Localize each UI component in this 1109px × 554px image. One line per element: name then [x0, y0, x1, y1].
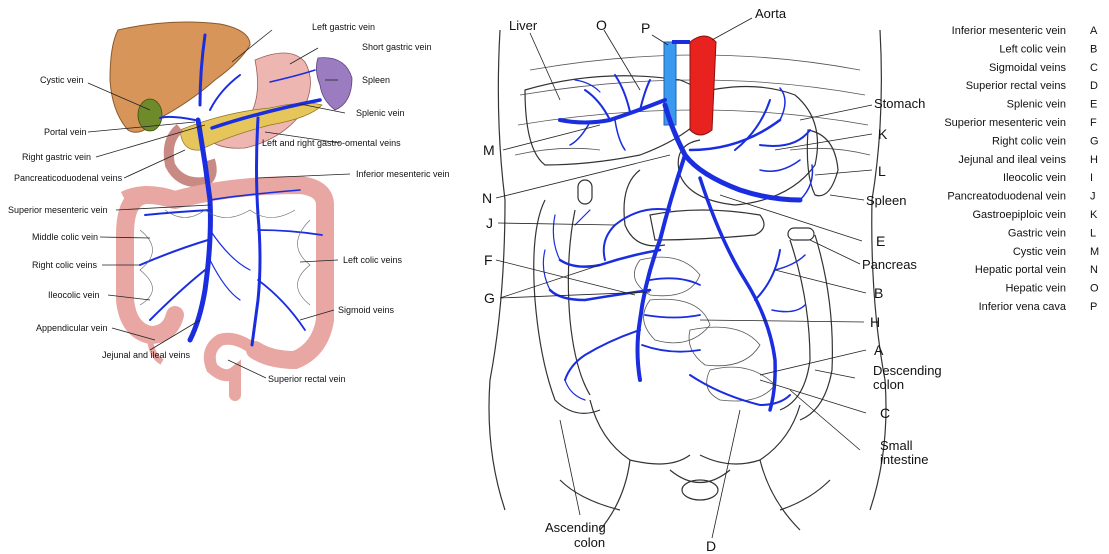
label-ileocolic-vein: Ileocolic vein — [48, 290, 100, 300]
descending-colon-right — [780, 240, 810, 410]
label-portal-vein: Portal vein — [44, 127, 87, 137]
ascending-colon-right — [534, 200, 600, 413]
legend-item-key: A — [1090, 25, 1098, 37]
legend-item-key: D — [1090, 80, 1098, 92]
label-cystic-vein: Cystic vein — [40, 75, 84, 85]
label-inferior-mesenteric-vein: Inferior mesenteric vein — [356, 169, 450, 179]
letter-n: N — [482, 190, 492, 206]
torso-outline — [489, 30, 886, 510]
letter-j: J — [486, 215, 493, 231]
letter-f: F — [484, 252, 493, 268]
ascending-colon-cap — [578, 180, 592, 204]
right-letter-labels: O P M K L N J E F B G H A C D — [482, 17, 890, 554]
legend-item-name: Superior mesenteric vein — [944, 117, 1066, 129]
legend-item-key: J — [1090, 191, 1096, 203]
legend-item-name: Jejunal and ileal veins — [958, 154, 1066, 166]
legend-item-name: Left colic vein — [999, 43, 1066, 55]
legend-item-name: Superior rectal veins — [966, 80, 1067, 92]
label-spleen-left: Spleen — [362, 75, 390, 85]
legend-item-name: Gastroepiploic vein — [972, 209, 1066, 221]
legend-item-key: H — [1090, 154, 1098, 166]
letter-b: B — [874, 285, 883, 301]
legend-item-name: Right colic vein — [992, 135, 1066, 147]
label-aorta: Aorta — [755, 6, 787, 21]
label-short-gastric-vein: Short gastric vein — [362, 42, 432, 52]
legend-item-name: Inferior vena cava — [979, 301, 1067, 313]
label-left-colic-veins: Left colic veins — [343, 255, 403, 265]
letter-h: H — [870, 314, 880, 330]
label-middle-colic-vein: Middle colic vein — [32, 232, 98, 242]
legend-item-name: Pancreatoduodenal vein — [947, 191, 1066, 203]
label-right-gastric-vein: Right gastric vein — [22, 152, 91, 162]
legend: Inferior mesenteric vein A Left colic vein… — [944, 25, 1099, 313]
legend-item-name: Cystic vein — [1013, 246, 1066, 258]
legend-item-name: Inferior mesenteric vein — [952, 25, 1066, 37]
sigmoid-left — [210, 339, 255, 395]
label-sigmoid-veins: Sigmoid veins — [338, 305, 395, 315]
mesentery-arcades — [140, 210, 310, 305]
label-liver: Liver — [509, 18, 538, 33]
label-left-gastric-vein: Left gastric vein — [312, 22, 375, 32]
liver-right — [525, 76, 707, 165]
legend-item-key: G — [1090, 135, 1099, 147]
letter-a: A — [874, 342, 884, 358]
label-pancreaticoduodenal-veins: Pancreaticoduodenal veins — [14, 173, 123, 183]
legend-item-key: E — [1090, 99, 1097, 111]
legend-item-key: O — [1090, 283, 1099, 295]
letter-e: E — [876, 233, 885, 249]
right-diagram: Liver Aorta Stomach Spleen Pancreas Desc… — [482, 6, 942, 554]
spleen-right — [807, 130, 838, 196]
label-jejunal-and-ileal-veins: Jejunal and ileal veins — [102, 350, 191, 360]
left-diagram: Left gastric vein Short gastric vein Spl… — [8, 22, 450, 395]
label-left-and-right-gastro-omental-veins: Left and right gastro-omental veins — [262, 138, 401, 148]
label-splenic-vein: Splenic vein — [356, 108, 405, 118]
label-pancreas: Pancreas — [862, 257, 917, 272]
legend-item-name: Splenic vein — [1007, 99, 1066, 111]
letter-k: K — [878, 126, 888, 142]
label-stomach: Stomach — [874, 96, 925, 111]
letter-p: P — [641, 20, 650, 36]
legend-item-key: N — [1090, 264, 1098, 276]
letter-c: C — [880, 405, 890, 421]
letter-o: O — [596, 17, 607, 33]
spleen-left — [316, 58, 352, 110]
label-superior-mesenteric-vein: Superior mesenteric vein — [8, 205, 108, 215]
descending-colon-inner — [800, 235, 832, 420]
letter-d: D — [706, 538, 716, 554]
letter-m: M — [483, 142, 495, 158]
letter-l: L — [878, 163, 886, 179]
label-right-colic-veins: Right colic veins — [32, 260, 98, 270]
letter-g: G — [484, 290, 495, 306]
label-superior-rectal-vein: Superior rectal vein — [268, 374, 346, 384]
legend-item-name: Sigmoidal veins — [989, 62, 1067, 74]
descending-colon-cap — [788, 228, 814, 240]
right-vein-network — [543, 75, 812, 410]
legend-item-key: C — [1090, 62, 1098, 74]
aorta — [690, 36, 716, 135]
right-leader-lines — [496, 18, 872, 538]
legend-item-name: Hepatic vein — [1005, 283, 1066, 295]
duodenum-right — [624, 170, 665, 246]
legend-item-key: P — [1090, 301, 1097, 313]
left-labels: Left gastric vein Short gastric vein Spl… — [8, 22, 450, 384]
label-appendicular-vein: Appendicular vein — [36, 323, 108, 333]
legend-item-key: K — [1090, 209, 1098, 221]
legend-item-key: L — [1090, 227, 1096, 239]
pelvis — [560, 400, 830, 530]
legend-item-key: F — [1090, 117, 1097, 129]
label-spleen-right: Spleen — [866, 193, 906, 208]
legend-item-key: B — [1090, 43, 1097, 55]
legend-item-name: Ileocolic vein — [1003, 172, 1066, 184]
legend-item-name: Hepatic portal vein — [975, 264, 1066, 276]
legend-item-key: M — [1090, 246, 1099, 258]
legend-item-key: I — [1090, 172, 1093, 184]
legend-item-name: Gastric vein — [1008, 227, 1066, 239]
